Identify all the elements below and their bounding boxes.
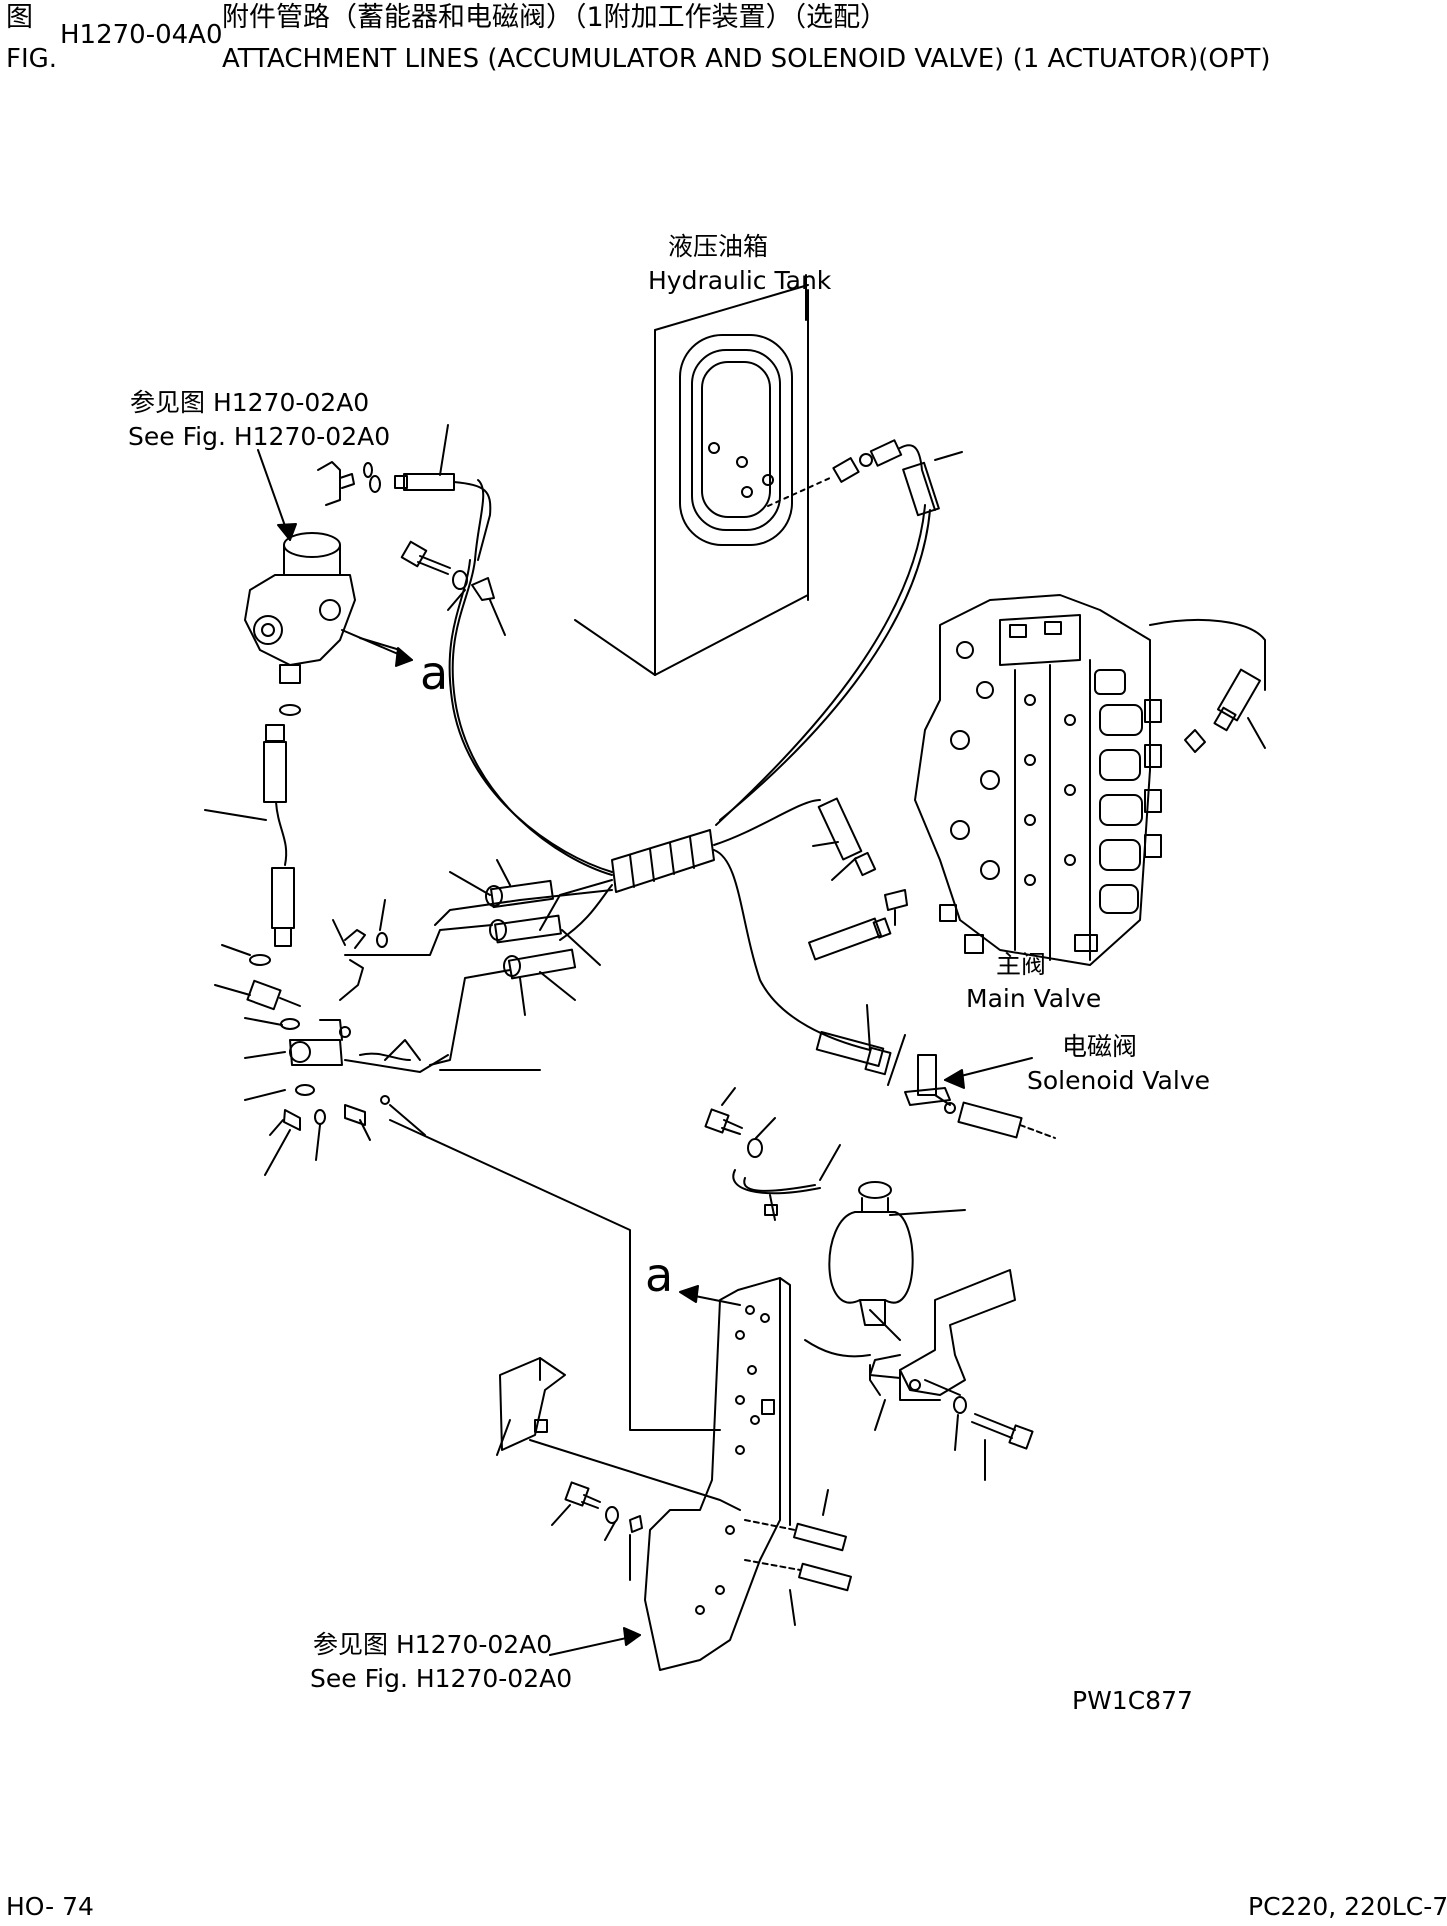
upper-bolt-washer <box>705 1088 775 1157</box>
solenoid-valve-label-en: Solenoid Valve <box>1027 1066 1210 1095</box>
hose-protector <box>612 830 714 892</box>
lower-bolt-left <box>552 1482 642 1580</box>
left-hose <box>205 725 294 946</box>
view-a-arrow-top <box>360 638 400 650</box>
middle-hoses <box>345 860 600 1072</box>
figure-number: H1270-04A0 <box>60 20 223 50</box>
hose-bundle-lines <box>435 480 870 1050</box>
view-a-arrow-bottom <box>680 1286 740 1305</box>
main-valve-label-en: Main Valve <box>966 984 1102 1013</box>
solenoid-valve-assembly <box>817 1005 1055 1138</box>
tank-return-hose <box>716 440 962 825</box>
lower-bolt-right <box>954 1397 1033 1480</box>
accumulator <box>829 1182 965 1340</box>
title-cn: 附件管路（蓄能器和电磁阀）（1附加工作装置）（选配） <box>222 2 888 33</box>
hydraulic-tank-label-en: Hydraulic Tank <box>648 266 832 295</box>
view-a-label-bottom: a <box>645 1248 674 1302</box>
lower-bolt-right-pair <box>745 1490 851 1625</box>
see-fig-bottom-cn: 参见图 H1270-02A0 <box>313 1630 553 1659</box>
drain-line <box>390 1070 740 1510</box>
see-fig-top-en: See Fig. H1270-02A0 <box>128 422 391 451</box>
fig-label-en: FIG. <box>6 44 58 74</box>
drawing-code: PW1C877 <box>1072 1686 1193 1715</box>
pump-assembly <box>245 450 412 715</box>
page-number: HO- 74 <box>6 1892 94 1921</box>
main-valve-label-cn: 主阀 <box>996 950 1047 979</box>
mounting-bracket <box>550 1278 790 1670</box>
hydraulic-tank <box>575 275 808 675</box>
top-hose <box>370 425 490 560</box>
upper-bolt-set <box>402 542 505 635</box>
see-fig-bottom-en: See Fig. H1270-02A0 <box>310 1664 573 1693</box>
main-valve <box>915 595 1161 965</box>
center-fittings <box>809 798 907 959</box>
see-fig-top-cn: 参见图 H1270-02A0 <box>130 388 370 417</box>
accumulator-clamp <box>733 1145 840 1220</box>
left-manifold <box>215 900 425 1175</box>
solenoid-valve-label-cn: 电磁阀 <box>1062 1032 1138 1061</box>
view-a-label-top: a <box>420 646 449 700</box>
hydraulic-tank-label-cn: 液压油箱 <box>668 232 769 261</box>
fig-label-cn: 图 <box>6 2 33 33</box>
main-valve-right-hose <box>1150 620 1265 752</box>
cover-plate <box>497 1358 565 1455</box>
title-en: ATTACHMENT LINES (ACCUMULATOR AND SOLENO… <box>222 44 1271 74</box>
accumulator-bracket <box>805 1270 1015 1430</box>
model-name: PC220, 220LC-7 <box>1248 1892 1447 1921</box>
